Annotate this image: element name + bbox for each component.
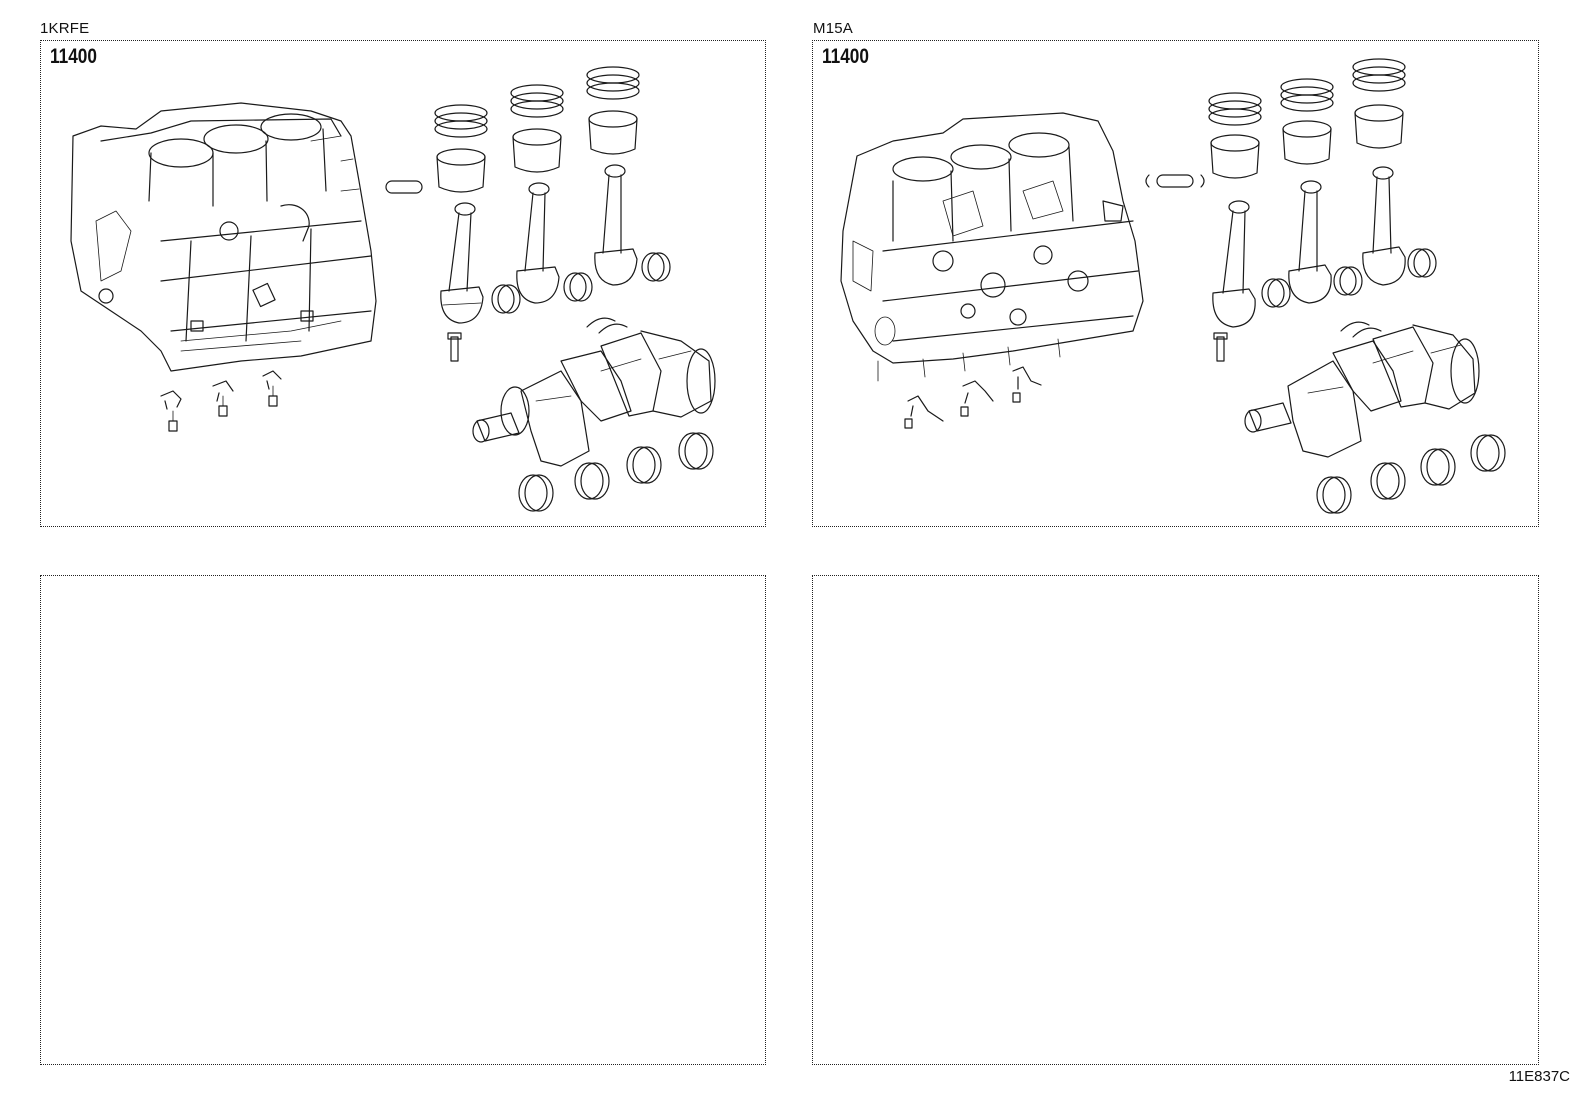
rod-bearing-drawing bbox=[1261, 248, 1437, 308]
rod-bearing-drawing bbox=[491, 252, 671, 314]
main-bearing-drawing bbox=[518, 432, 714, 512]
part-number-label[interactable]: 11400 bbox=[822, 45, 869, 68]
piston-drawing bbox=[1210, 104, 1404, 179]
crankshaft-drawing bbox=[1244, 324, 1480, 458]
diagram-panel-1krfe: 11400 bbox=[40, 40, 766, 527]
empty-diagram-panel-right bbox=[812, 575, 1539, 1065]
piston-ring-set-drawing bbox=[1208, 58, 1406, 126]
empty-diagram-panel-left bbox=[40, 575, 766, 1065]
piston-drawing bbox=[436, 110, 638, 193]
cylinder-block-drawing bbox=[70, 102, 377, 372]
cylinder-block-drawing bbox=[840, 112, 1144, 382]
short-block-illustration bbox=[70, 66, 716, 512]
short-block-illustration bbox=[840, 58, 1506, 514]
main-bearing-drawing bbox=[1316, 434, 1506, 514]
engine-code-label: M15A bbox=[813, 20, 853, 37]
piston-pin-drawing bbox=[385, 180, 423, 194]
bracket-bolt-parts bbox=[160, 370, 282, 432]
bracket-bolt-parts bbox=[904, 366, 1042, 429]
thrust-washer-drawing bbox=[1340, 321, 1382, 338]
connecting-rod-drawing bbox=[440, 164, 638, 362]
crankshaft-drawing bbox=[472, 330, 716, 467]
thrust-washer-drawing bbox=[586, 317, 628, 334]
connecting-rod-drawing bbox=[1212, 166, 1406, 362]
piston-ring-set-drawing bbox=[434, 66, 640, 138]
engine-code-label: 1KRFE bbox=[40, 20, 90, 37]
diagram-panel-m15a: 11400 bbox=[812, 40, 1539, 527]
part-number-label[interactable]: 11400 bbox=[50, 45, 97, 68]
diagram-id-label: 11E837C bbox=[1508, 1068, 1570, 1085]
piston-pin-drawing bbox=[1145, 174, 1205, 188]
